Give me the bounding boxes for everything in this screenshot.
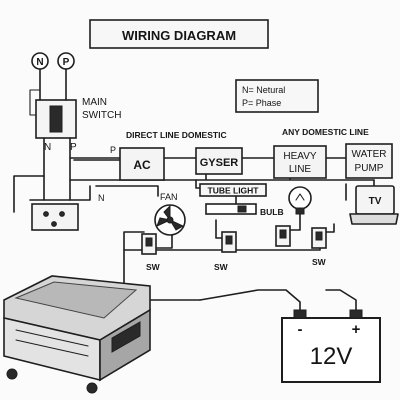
battery-plus-label: +: [352, 321, 361, 338]
heavy-line-label-1: HEAVY: [283, 151, 316, 162]
main-switch: MAIN SWITCH N P: [35, 97, 121, 153]
any-domestic-line-label: ANY DOMESTIC LINE: [282, 127, 369, 137]
tube-light-choke-icon: [237, 205, 247, 213]
switches: SW SW SW: [141, 225, 327, 272]
title-box: [89, 19, 269, 49]
heavy-line-label-2: LINE: [289, 164, 312, 175]
bulb: BULB: [260, 186, 312, 217]
phase-line-label: P: [110, 145, 116, 155]
switch-toggle-icon: [279, 229, 287, 239]
bulb-filament-icon: [295, 193, 305, 201]
battery: - + 12V: [281, 309, 381, 383]
socket-pin-icon: [43, 211, 49, 217]
inverter-top-panel-icon: [14, 281, 138, 319]
tube-light-label: TUBE LIGHT: [208, 186, 260, 196]
legend: N= Netural P= Phase: [235, 79, 319, 113]
bulb-label: BULB: [260, 207, 284, 217]
fan-feed-wire: [95, 185, 159, 197]
fan-label: FAN: [160, 192, 178, 202]
supply-wires: [39, 68, 67, 101]
appliances: AC GYSER HEAVY LINE WATER PUMP: [119, 143, 393, 181]
socket-top-wire: [29, 185, 91, 201]
inverter-display-icon: [111, 321, 141, 353]
socket-feed-wire: [13, 175, 45, 213]
bulb-icon: [288, 186, 312, 210]
switch-toggle-icon: [315, 231, 323, 241]
gyser-box: [195, 147, 243, 175]
switch-toggle-icon: [145, 237, 153, 247]
main-switch-toggle-icon: [49, 105, 63, 133]
ac-label: AC: [133, 158, 151, 172]
neutral-terminal-label: N: [36, 57, 43, 68]
tube-light-label-box: [199, 183, 267, 197]
tv: TV: [349, 185, 399, 225]
tube-light: TUBE LIGHT: [199, 183, 267, 215]
gyser-label: GYSER: [200, 157, 239, 169]
legend-phase: P= Phase: [242, 98, 281, 108]
battery-positive-terminal-icon: [349, 309, 363, 319]
battery-negative-terminal-icon: [293, 309, 307, 319]
tv-label: TV: [369, 196, 382, 207]
diagram-title: WIRING DIAGRAM: [122, 28, 236, 43]
main-switch-drop-wires: [43, 137, 71, 201]
main-switch-label-2: SWITCH: [82, 110, 121, 121]
heavy-line-box: [273, 145, 327, 179]
battery-minus-label: -: [298, 321, 303, 338]
inverter-wheel-icon: [6, 368, 18, 380]
line-labels: DIRECT LINE DOMESTIC ANY DOMESTIC LINE P…: [98, 127, 369, 203]
battery-negative-lead: [199, 289, 301, 319]
legend-box: [235, 79, 319, 113]
fan: FAN: [154, 192, 186, 236]
battery-body-icon: [281, 317, 381, 383]
battery-voltage-label: 12V: [310, 343, 353, 370]
fan-hub-icon: [166, 216, 174, 224]
title-group: WIRING DIAGRAM: [89, 19, 269, 49]
ac-box: [119, 147, 165, 181]
phase-terminal-label: P: [63, 57, 70, 68]
inverter-wheel-icon: [86, 382, 98, 394]
switch-label-3: SW: [312, 257, 327, 267]
water-pump-box: [345, 143, 393, 179]
switch-label-2: SW: [214, 262, 229, 272]
main-switch-p-label: P: [70, 142, 77, 153]
switch-toggle-icon: [225, 235, 233, 245]
wall-socket: [31, 203, 79, 231]
legend-neutral: N= Netural: [242, 85, 285, 95]
main-switch-label-1: MAIN: [82, 97, 107, 108]
main-switch-n-label: N: [44, 142, 51, 153]
inverter-unit: [3, 275, 151, 394]
direct-line-domestic-label: DIRECT LINE DOMESTIC: [126, 130, 227, 140]
water-pump-label-1: WATER: [352, 149, 387, 160]
socket-pin-icon: [51, 221, 57, 227]
bulb-cap-icon: [295, 207, 305, 215]
tube-light-icon: [205, 203, 257, 215]
tv-stand-icon: [349, 213, 399, 225]
battery-positive-lead: [325, 289, 357, 319]
water-pump-label-2: PUMP: [355, 163, 384, 174]
supply-side-wire: [29, 89, 41, 116]
socket-pin-icon: [59, 211, 65, 217]
inverter-vent-icon: [15, 329, 89, 357]
neutral-line-label: N: [98, 193, 105, 203]
switch-label-1: SW: [146, 262, 161, 272]
tv-feed-wire: [345, 179, 375, 201]
supply-terminals: N P: [31, 52, 75, 70]
